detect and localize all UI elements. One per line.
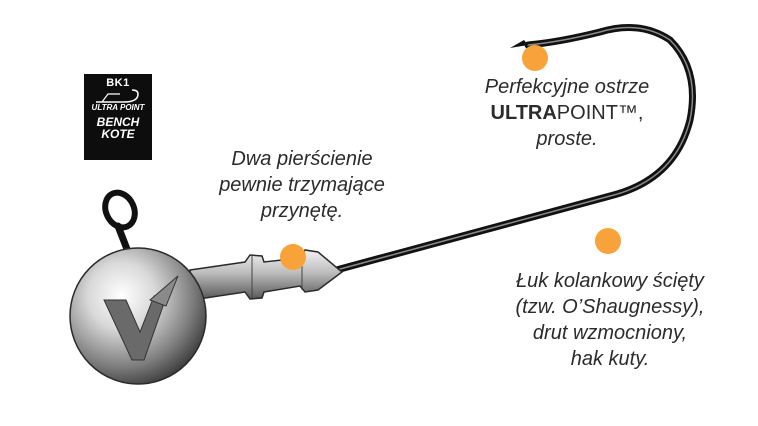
callout-rings: Dwa pierścienie pewnie trzymające przynę… [192, 146, 412, 224]
callout-bend-line1: Łuk kolankowy ścięty [516, 270, 704, 292]
bk1-logo: BK1 ULTRA POINT BENCH KOTE [84, 74, 152, 160]
blade-marker [522, 45, 548, 71]
bait-keeper-rings [189, 249, 344, 301]
logo-line-ultra-point: ULTRA POINT [91, 103, 145, 112]
logo-line-kote: KOTE [101, 127, 135, 141]
callout-rings-line1: Dwa pierścienie [231, 148, 373, 170]
logo-code: BK1 [106, 77, 130, 89]
callout-rings-line2: pewnie trzymające [219, 174, 385, 196]
callout-rings-line3: przynętę. [260, 200, 344, 222]
brand-ultra: ULTRA [490, 102, 557, 124]
hook-outline-icon [96, 89, 139, 103]
callout-bend-line4: hak kuty. [570, 348, 650, 370]
jig-head-ball-icon [69, 247, 207, 385]
logo-line-bench: BENCH [96, 115, 140, 129]
callout-bend: Łuk kolankowy ścięty (tzw. O’Shaugnessy)… [480, 268, 740, 372]
hook-icon [314, 24, 696, 279]
rings-marker [280, 244, 306, 270]
callout-blade-line3: proste. [536, 128, 598, 150]
callout-bend-line3: drut wzmocniony, [532, 322, 688, 344]
brand-point: POINT™, [556, 102, 644, 124]
callout-bend-line2: (tzw. O’Shaugnessy), [515, 296, 705, 318]
callout-blade: Perfekcyjne ostrze ULTRAPOINT™, proste. [452, 74, 682, 152]
bend-marker [595, 228, 621, 254]
callout-blade-brand: ULTRAPOINT™, [452, 100, 682, 126]
callout-blade-line1: Perfekcyjne ostrze [484, 76, 650, 98]
